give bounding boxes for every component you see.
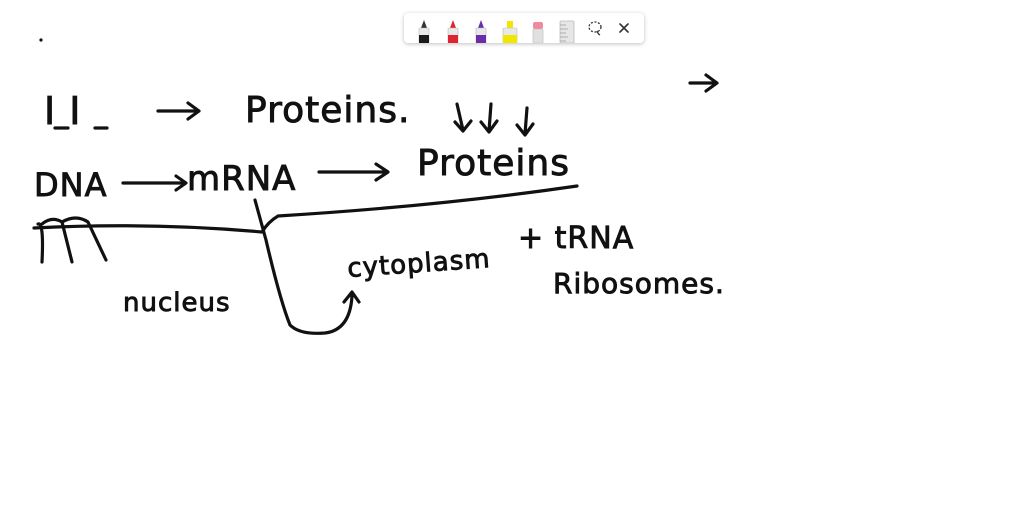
arrow-top-right bbox=[688, 73, 719, 93]
lasso-tool[interactable] bbox=[581, 13, 610, 43]
lasso-icon bbox=[588, 21, 602, 36]
down-arrow-1 bbox=[453, 102, 473, 133]
down-arrow-2 bbox=[479, 102, 499, 134]
line1-symbol-text: I I bbox=[44, 89, 82, 133]
pen-icon bbox=[475, 20, 487, 43]
ruler-tool[interactable] bbox=[553, 13, 582, 43]
eraser-icon bbox=[532, 22, 544, 43]
purple-pen-tool[interactable] bbox=[467, 13, 496, 43]
stray-dot bbox=[39, 38, 43, 42]
line2-dna-text: DNA bbox=[34, 166, 107, 204]
arrow-line1 bbox=[156, 101, 201, 121]
line2-mrna-text: mRNA bbox=[187, 159, 296, 199]
plus-trna-text: + tRNA bbox=[518, 221, 634, 256]
down-arrow-3 bbox=[515, 106, 535, 137]
line2-proteins-text: Proteins bbox=[417, 143, 570, 184]
ribosomes-text: Ribosomes. bbox=[553, 267, 725, 300]
highlighter-color-band bbox=[502, 35, 517, 43]
underline-brace bbox=[32, 184, 579, 234]
left-scribble-arrows bbox=[36, 216, 108, 264]
black-pen-tool[interactable] bbox=[410, 13, 439, 43]
pen-color-band bbox=[476, 35, 487, 43]
nucleus-text: nucleus bbox=[123, 288, 231, 318]
pen-icon bbox=[447, 20, 459, 43]
close-icon bbox=[618, 23, 629, 33]
pink-eraser-tool[interactable] bbox=[524, 13, 553, 43]
yellow-highlighter-tool[interactable] bbox=[496, 13, 525, 43]
pen-color-band bbox=[419, 35, 430, 43]
arrow-dna-mrna bbox=[121, 174, 188, 192]
pen-icon bbox=[418, 20, 430, 43]
drawing-toolbar bbox=[404, 13, 644, 43]
cytoplasm-text: cytoplasm bbox=[346, 244, 491, 284]
line1-proteins-text: Proteins. bbox=[245, 90, 410, 131]
red-pen-tool[interactable] bbox=[439, 13, 468, 43]
curved-arrow-to-cytoplasm bbox=[253, 198, 361, 335]
ruler-icon bbox=[559, 20, 575, 43]
highlighter-icon bbox=[502, 21, 518, 43]
close-tool[interactable] bbox=[610, 13, 639, 43]
pen-color-band bbox=[447, 35, 458, 43]
arrow-mrna-proteins bbox=[317, 162, 390, 182]
